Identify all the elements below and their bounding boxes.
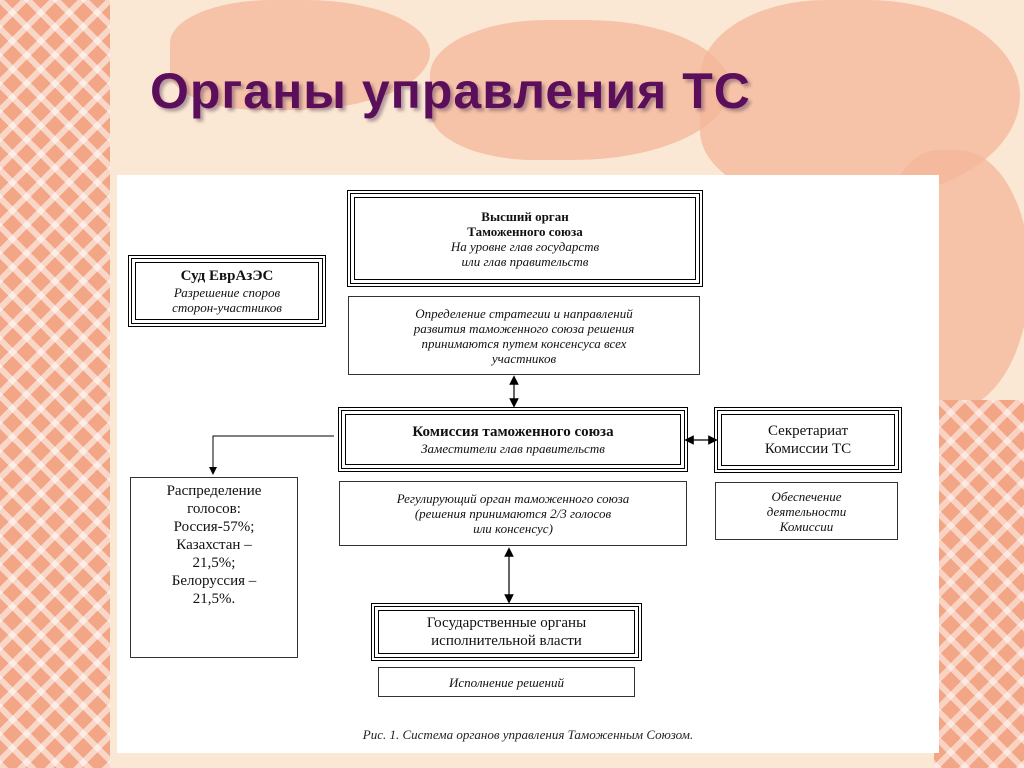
top-desc-line1: Определение стратегии и направлений bbox=[415, 305, 633, 321]
top-organ-sub-line2: или глав правительств bbox=[461, 253, 589, 269]
secretariat-desc-line3: Комиссии bbox=[779, 518, 834, 534]
ornament-stripe-left bbox=[0, 0, 110, 768]
court-sub-line1: Разрешение споров bbox=[173, 285, 281, 300]
commission-desc-line1: Регулирующий орган таможенного союза bbox=[396, 491, 630, 506]
secretariat-line1: Секретариат bbox=[767, 423, 849, 439]
top-organ-description: Определение стратегии и направлений разв… bbox=[348, 296, 700, 375]
top-organ-title-line1: Высший орган bbox=[481, 208, 569, 224]
commission-description: Регулирующий орган таможенного союза (ре… bbox=[339, 481, 687, 546]
votes-line2: голосов: bbox=[187, 501, 241, 517]
top-organ-title-line2: Таможенного союза bbox=[467, 223, 583, 239]
votes-box: Распределение голосов: Россия-57%; Казах… bbox=[130, 477, 298, 658]
top-desc-line2: развития таможенного союза решения bbox=[413, 320, 635, 336]
commission-sub: Заместители глав правительств bbox=[421, 441, 605, 456]
commission-desc-line3: или консенсус) bbox=[473, 521, 553, 536]
top-organ-sub-line1: На уровне глав государств bbox=[450, 238, 600, 254]
ornament-stripe-right bbox=[934, 400, 1024, 768]
figure-caption: Рис. 1. Система органов управления Тамож… bbox=[362, 727, 694, 742]
top-desc-line3: принимаются путем консенсуса всех bbox=[421, 335, 627, 351]
secretariat-line2: Комиссии ТС bbox=[764, 441, 852, 457]
court-sub-line2: сторон-участников bbox=[172, 300, 282, 315]
commission-desc-line2: (решения принимаются 2/3 голосов bbox=[414, 506, 612, 521]
executive-line1: Государственные органы bbox=[426, 615, 587, 631]
votes-line1: Распределение bbox=[166, 483, 262, 499]
court-box: Суд ЕврАзЭС Разрешение споров сторон-уча… bbox=[128, 255, 326, 327]
background-map-shape bbox=[170, 0, 430, 110]
arrow-commission-votes bbox=[209, 435, 334, 475]
slide-title: Органы управления ТС bbox=[150, 63, 751, 119]
secretariat-desc-line1: Обеспечение bbox=[771, 488, 842, 504]
votes-line7: 21,5%. bbox=[192, 591, 236, 607]
commission-title: Комиссия таможенного союза bbox=[412, 424, 614, 440]
top-desc-line4: участников bbox=[491, 350, 557, 366]
commission-box: Комиссия таможенного союза Заместители г… bbox=[338, 407, 688, 472]
diagram-panel: Высший орган Таможенного союза На уровне… bbox=[117, 175, 939, 753]
votes-line6: Белоруссия – bbox=[171, 573, 257, 589]
executive-desc-text: Исполнение решений bbox=[449, 674, 564, 690]
votes-line4: Казахстан – bbox=[176, 537, 252, 553]
background-map-shape bbox=[430, 20, 730, 160]
top-organ-box: Высший орган Таможенного союза На уровне… bbox=[347, 190, 703, 287]
court-title: Суд ЕврАзЭС bbox=[180, 268, 274, 284]
executive-box: Государственные органы исполнительной вл… bbox=[371, 603, 642, 661]
votes-line3: Россия-57%; bbox=[173, 519, 255, 535]
executive-description: Исполнение решений bbox=[378, 667, 635, 697]
connector-lines bbox=[209, 375, 718, 604]
votes-line5: 21,5%; bbox=[192, 555, 236, 571]
secretariat-box: Секретариат Комиссии ТС bbox=[714, 407, 902, 473]
executive-line2: исполнительной власти bbox=[431, 633, 582, 649]
secretariat-desc-line2: деятельности bbox=[766, 503, 847, 519]
secretariat-description: Обеспечение деятельности Комиссии bbox=[715, 482, 898, 540]
